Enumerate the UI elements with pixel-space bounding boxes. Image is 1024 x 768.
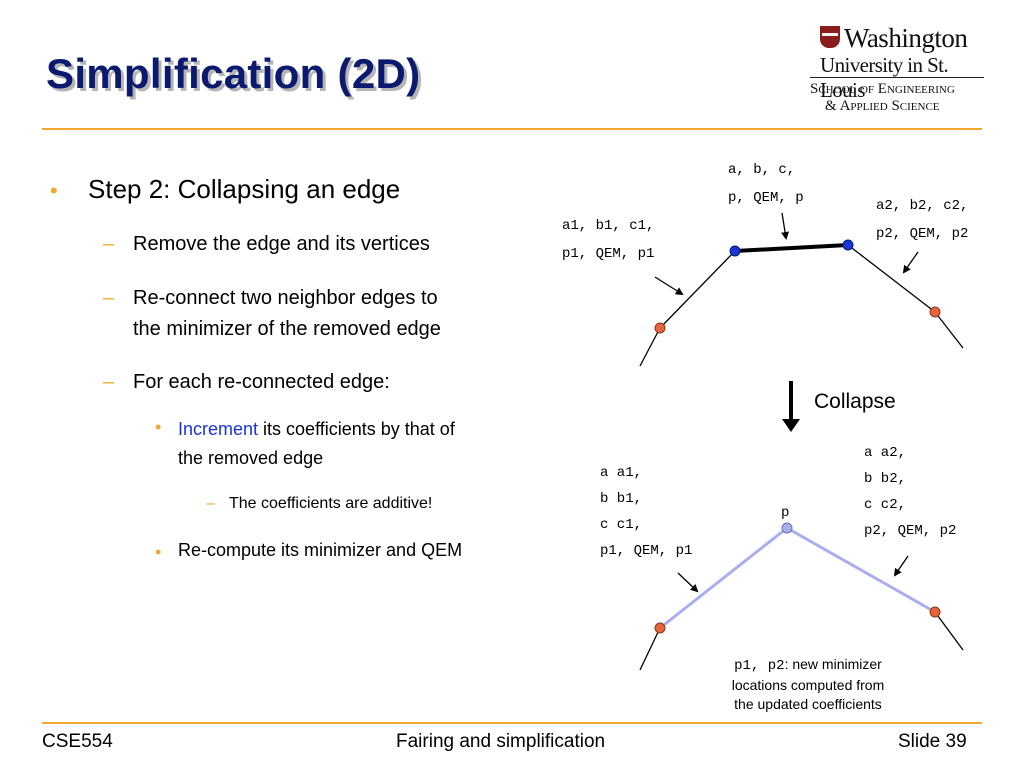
bullet-reconnect-1: Re-connect two neighbor edges to (133, 287, 438, 309)
bullet-dash: – (103, 371, 115, 393)
footer-course: CSE554 (42, 731, 113, 752)
increment-word: Increment (178, 419, 259, 439)
minimizer-caption: p1, p2: new minimizer locations computed… (700, 655, 916, 714)
top-left-edge (659, 250, 736, 329)
bullet-recompute: Re-compute its minimizer and QEM (178, 540, 463, 560)
collapse-label: Collapse (814, 390, 896, 413)
arrow-right (893, 555, 909, 577)
bullet-each-edge: For each re-connected edge: (133, 371, 390, 393)
vertex-orange (654, 322, 666, 334)
increment-line-2: the removed edge (178, 448, 324, 468)
vertex-orange (929, 606, 941, 618)
left-row-a: a a1, (600, 465, 643, 481)
right-coeffs: a2, b2, c2, (876, 198, 969, 214)
arrow-left (654, 276, 684, 296)
footer-topic: Fairing and simplification (396, 731, 606, 752)
logo-line-4: & Applied Science (825, 98, 940, 114)
bullet-additive: The coefficients are additive! (229, 495, 433, 512)
top-right-outer-edge (934, 311, 964, 349)
bullet-increment: Increment its coefficients by that of th… (178, 415, 455, 473)
left-qem: p1, QEM, p1 (562, 246, 655, 262)
logo-line-3: School of Engineering (810, 81, 955, 97)
footer-slide-number: Slide 39 (898, 731, 967, 752)
shield-icon (820, 26, 840, 48)
logo-line-2: University in St. Louis (820, 53, 949, 102)
vertex-orange (929, 306, 941, 318)
center-coeffs: a, b, c, (728, 162, 796, 178)
slide-title: Simplification (2D) (46, 50, 421, 97)
bullet-dot: • (155, 417, 162, 437)
left-row-p: p1, QEM, p1 (600, 543, 693, 559)
arrow-right (902, 251, 919, 274)
right-row-a: a a2, (864, 445, 907, 461)
minimizer-label: p (781, 505, 790, 521)
left-coeffs: a1, b1, c1, (562, 218, 655, 234)
caption-line-3: the updated coefficients (734, 696, 882, 712)
right-row-c: c c2, (864, 497, 907, 513)
caption-vars: p1, p2 (734, 658, 785, 674)
top-right-edge (847, 244, 936, 313)
bullet-remove: Remove the edge and its vertices (133, 233, 430, 255)
new-left-edge (659, 526, 788, 630)
bullet-dot: • (50, 178, 58, 203)
caption-line-2: locations computed from (731, 677, 885, 693)
bottom-left-outer-edge (639, 627, 661, 671)
logo-divider (810, 77, 984, 78)
bottom-right-outer-edge (934, 611, 964, 651)
right-row-p: p2, QEM, p2 (864, 523, 957, 539)
vertex-blue (842, 239, 854, 251)
arrow-center (781, 212, 790, 240)
arrow-left (677, 572, 699, 593)
right-row-b: b b2, (864, 471, 907, 487)
collapse-arrow-head (782, 419, 800, 432)
bullet-dash: – (206, 495, 215, 512)
logo-line-1: Washington (844, 23, 968, 53)
top-left-outer-edge (639, 327, 661, 367)
bullet-step: Step 2: Collapsing an edge (88, 174, 401, 204)
header-divider (42, 128, 982, 130)
vertex-blue (729, 245, 741, 257)
bullet-reconnect-2: the minimizer of the removed edge (133, 318, 441, 340)
increment-rest: its coefficients by that of (258, 419, 455, 439)
right-qem: p2, QEM, p2 (876, 226, 969, 242)
center-qem: p, QEM, p (728, 190, 804, 206)
caption-line-1: : new minimizer (784, 656, 882, 672)
vertex-minimizer (781, 522, 793, 534)
left-row-c: c c1, (600, 517, 643, 533)
bullet-dot: • (155, 542, 162, 562)
university-logo: Washington University in St. Louis Schoo… (808, 22, 986, 122)
bullet-dash: – (103, 233, 115, 255)
footer-divider (42, 722, 982, 724)
vertex-orange (654, 622, 666, 634)
bullet-dash: – (103, 287, 115, 309)
removed-edge (734, 243, 849, 253)
left-row-b: b b1, (600, 491, 643, 507)
new-right-edge (786, 526, 936, 614)
